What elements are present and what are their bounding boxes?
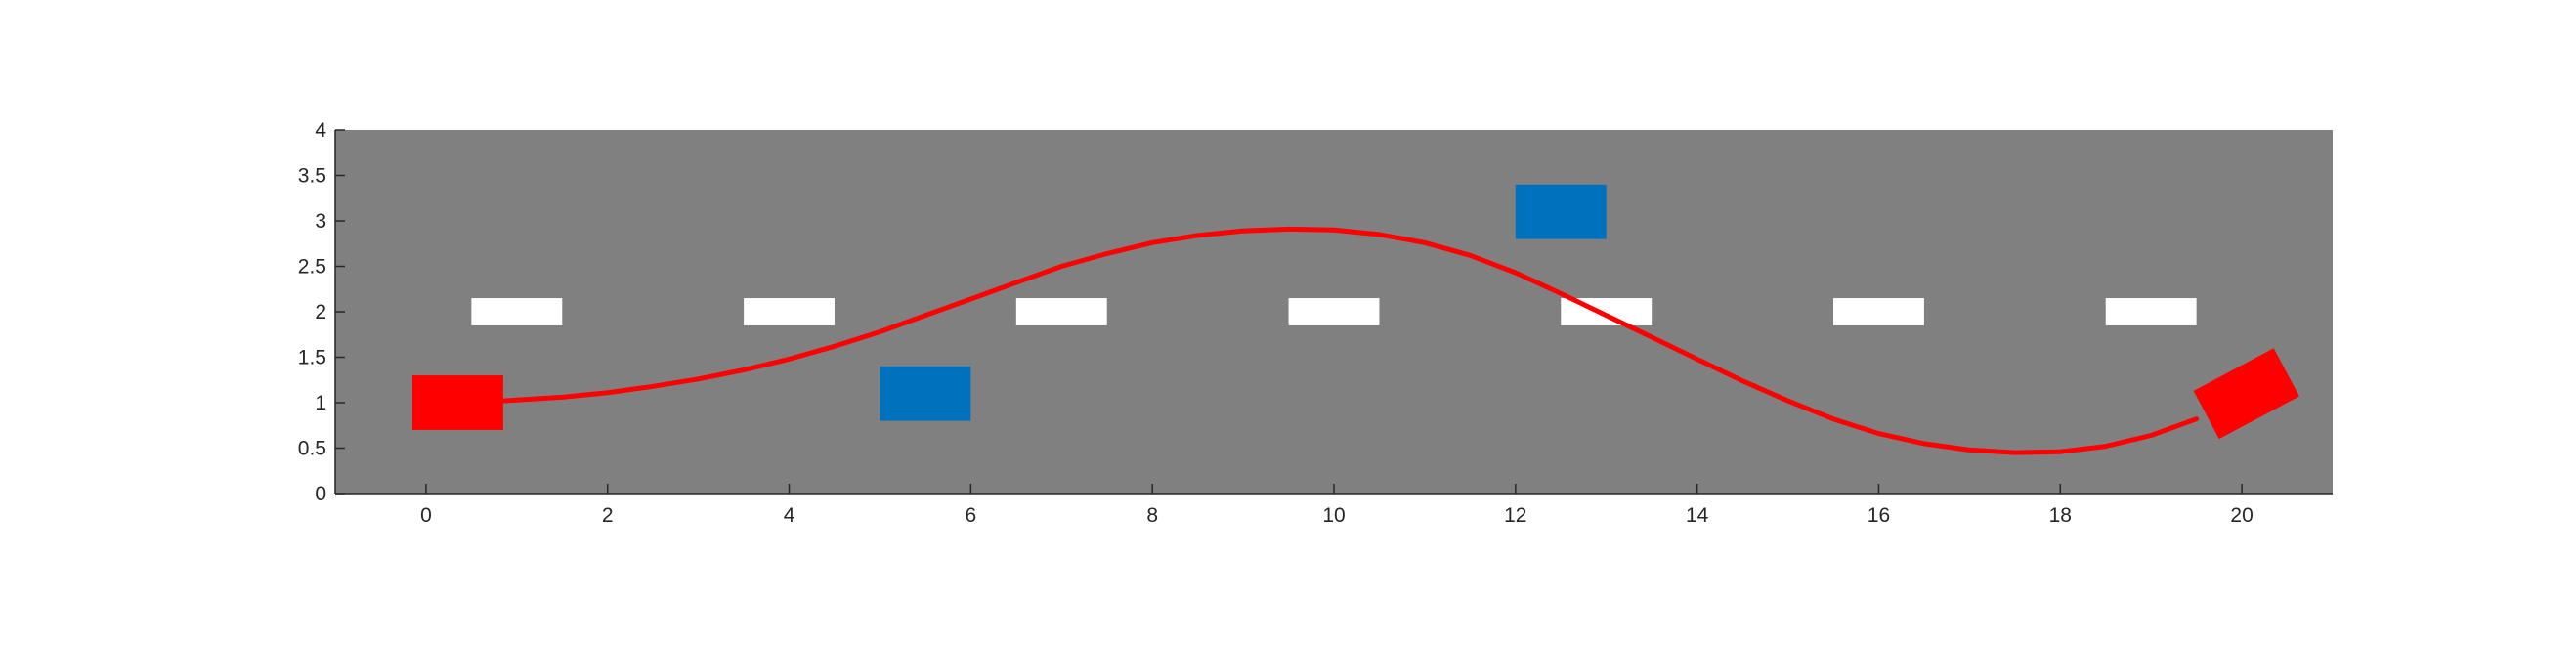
ego-vehicle-start xyxy=(411,375,503,430)
y-tick-label-3: 1.5 xyxy=(298,347,326,369)
x-tick-label-2: 4 xyxy=(784,504,795,527)
y-tick-label-6: 3 xyxy=(315,210,326,233)
x-tick-label-0: 0 xyxy=(420,504,432,527)
lane-marking-6 xyxy=(2105,298,2197,325)
ego-vehicle-end xyxy=(2193,348,2299,440)
x-tick-label-7: 14 xyxy=(1686,504,1709,527)
y-tick-label-8: 4 xyxy=(315,119,326,142)
y-tick-label-2: 1 xyxy=(315,392,326,414)
lane-marking-0 xyxy=(471,298,563,325)
trajectory-line xyxy=(500,226,2200,455)
y-tick-label-7: 3.5 xyxy=(298,165,326,188)
x-tick-label-3: 6 xyxy=(966,504,977,527)
lane-marking-2 xyxy=(1015,298,1107,325)
x-tick-label-1: 2 xyxy=(602,504,614,527)
y-tick-label-1: 0.5 xyxy=(298,438,326,460)
x-tick-label-9: 18 xyxy=(2049,504,2072,527)
y-tick-label-4: 2 xyxy=(315,301,326,324)
lane-marking-3 xyxy=(1288,298,1380,325)
y-tick-label-0: 0 xyxy=(315,483,326,505)
x-tick-label-10: 20 xyxy=(2230,504,2253,527)
lane-marking-1 xyxy=(744,298,835,325)
obstacle-vehicle-0 xyxy=(880,366,971,421)
lane-marking-5 xyxy=(1833,298,1924,325)
obstacle-vehicle-1 xyxy=(1515,184,1607,239)
y-tick-label-5: 2.5 xyxy=(298,256,326,279)
x-tick-label-6: 12 xyxy=(1504,504,1526,527)
x-tick-label-4: 8 xyxy=(1146,504,1158,527)
x-tick-label-5: 10 xyxy=(1322,504,1345,527)
x-tick-label-8: 16 xyxy=(1868,504,1890,527)
